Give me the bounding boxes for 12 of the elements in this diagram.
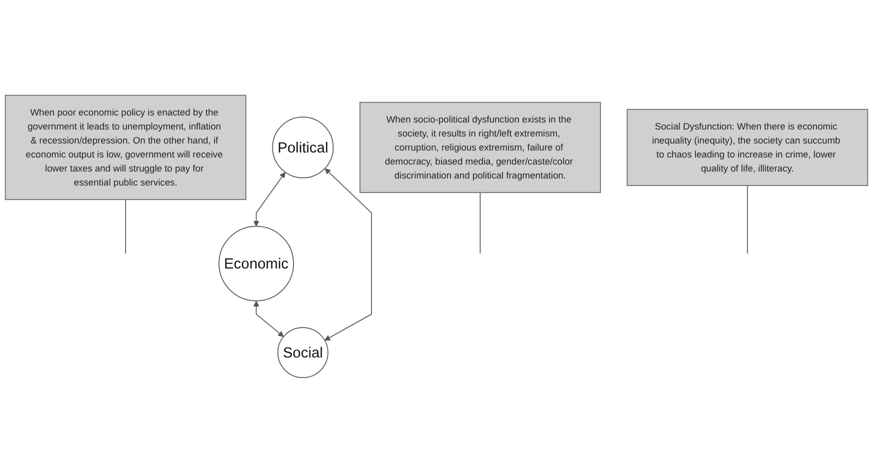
node-box: When poor economic policy is enacted by the government it leads to unemployment, inflation & recession/depression. On the other hand, if economic output is low, government will receive lower taxes and will struggle to pay for essential public services. <box>4 94 246 200</box>
node-box: When socio-political dysfunction exists in the society, it results in right/left extremism, corruption, religious extremism, failure of democracy, biased media, gender/caste/color discrimination and political fragmentation. <box>359 101 601 193</box>
node-circle: Economic <box>218 225 294 301</box>
connector <box>480 192 481 254</box>
node-circle: Political <box>272 116 334 178</box>
connector <box>746 184 748 254</box>
node-circle: Social <box>277 326 328 378</box>
connector <box>125 198 126 254</box>
arrow <box>253 172 286 226</box>
node-box: Social Dysfunction: When there is economic inequality (inequity), the society can succumb to chaos leading to increase in crime, lower quality of life, illiteracy. <box>626 108 868 186</box>
arrow <box>253 300 284 336</box>
arrow <box>324 168 372 340</box>
